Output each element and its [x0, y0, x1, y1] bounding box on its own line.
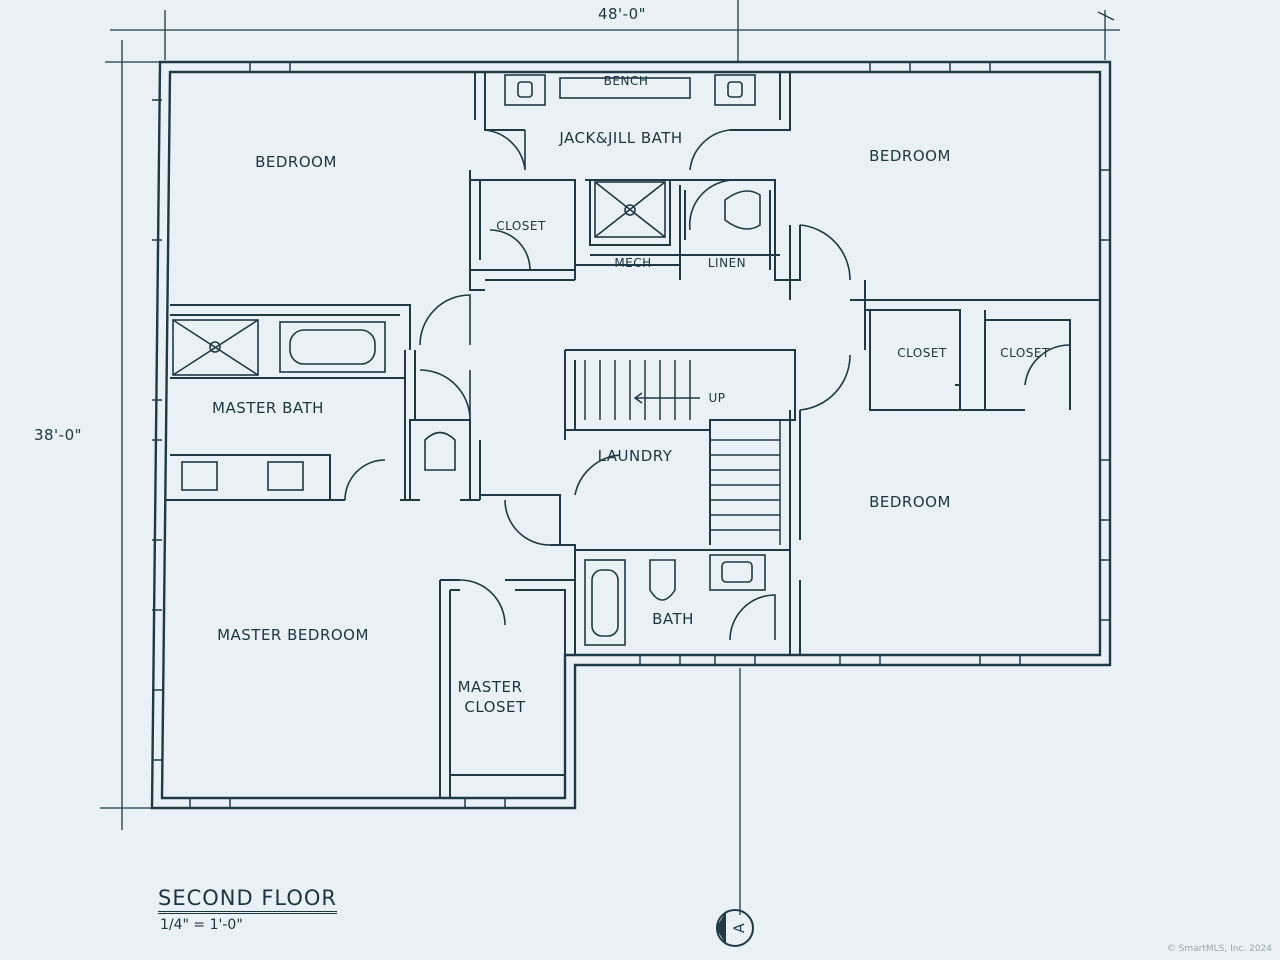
windows — [152, 62, 1110, 808]
room-label-closet-e2: CLOSET — [1000, 346, 1050, 360]
drawing-title: SECOND FLOOR — [158, 886, 338, 914]
stair-treads — [584, 360, 781, 545]
room-label-mech: MECH — [614, 256, 652, 270]
stair-up-label: UP — [708, 391, 726, 405]
room-label-master-bath: MASTER BATH — [212, 399, 324, 417]
room-label-master-bedroom: MASTER BEDROOM — [217, 626, 369, 644]
dimension-lines — [100, 0, 1120, 915]
room-label-bedroom-ne: BEDROOM — [869, 147, 951, 165]
depth-dimension: 38'-0" — [33, 426, 83, 444]
plumbing-fixtures — [172, 74, 766, 646]
interior-walls — [165, 72, 1100, 798]
room-label-closet-e1: CLOSET — [897, 346, 947, 360]
room-label-closet-nw: CLOSET — [496, 219, 546, 233]
room-label-jack-jill-bath: JACK&JILL BATH — [559, 129, 683, 147]
room-label-bench: BENCH — [603, 74, 649, 88]
exterior-walls — [150, 60, 1112, 810]
room-label-laundry: LAUNDRY — [597, 447, 673, 465]
drawing-scale: 1/4" = 1'-0" — [160, 917, 243, 933]
room-label-bedroom-se: BEDROOM — [869, 493, 951, 511]
section-marker-a — [715, 909, 754, 947]
watermark: © SmartMLS, Inc. 2024 — [1166, 944, 1272, 954]
width-dimension: 48'-0" — [597, 5, 647, 23]
room-label-master-closet-2: CLOSET — [464, 698, 526, 716]
section-marker-label: A — [732, 922, 748, 934]
room-label-bath: BATH — [652, 610, 694, 628]
room-label-bedroom-nw: BEDROOM — [255, 153, 337, 171]
door-swings — [344, 129, 1071, 641]
room-label-master-closet-1: MASTER — [457, 678, 523, 696]
room-label-linen: LINEN — [707, 256, 747, 270]
